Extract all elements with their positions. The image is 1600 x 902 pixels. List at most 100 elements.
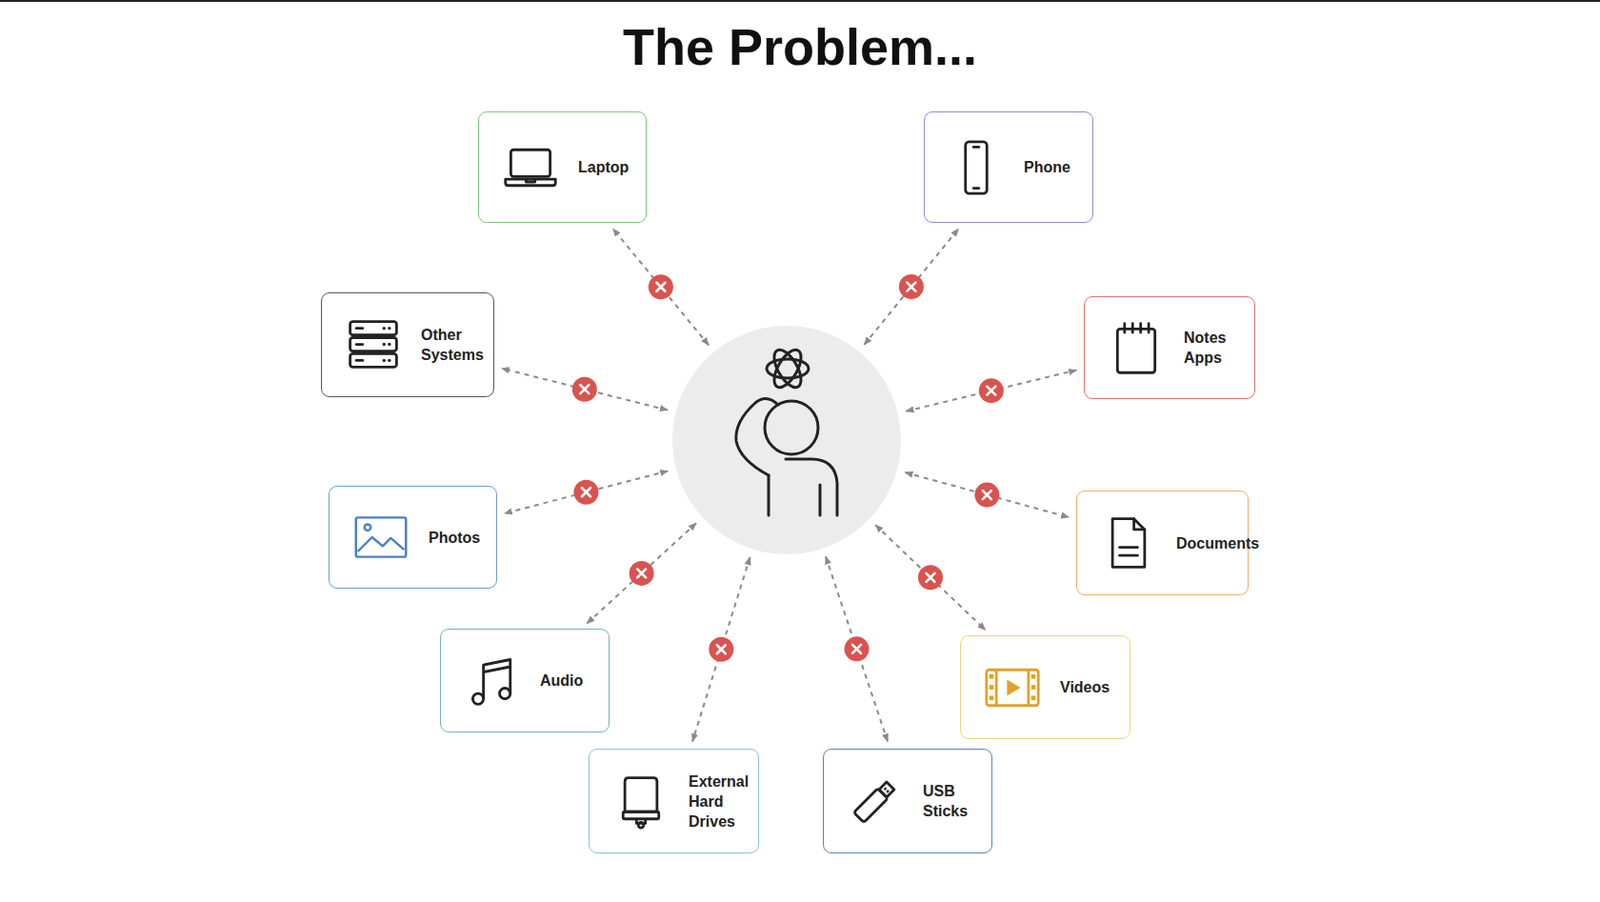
blocked-mark — [899, 274, 924, 300]
dashed-arrow — [875, 524, 985, 630]
blocked-disc — [708, 637, 734, 662]
blocked-mark — [629, 560, 655, 586]
blocked-mark — [844, 636, 870, 661]
box-icon — [494, 139, 567, 197]
box-label: Photos — [428, 527, 480, 548]
box-icon — [940, 139, 1013, 197]
box-label: Phone — [1023, 157, 1071, 178]
blocked-disc — [918, 564, 943, 590]
blocked-cross — [852, 644, 861, 654]
blocked-cross — [717, 644, 726, 654]
hub-disc — [672, 325, 901, 555]
connector-group — [875, 524, 985, 630]
blocked-mark — [572, 377, 598, 402]
icon-glyph — [986, 669, 1039, 706]
box-label: Other Systems — [420, 324, 494, 365]
blocked-cross — [656, 282, 665, 292]
box-icon — [1092, 514, 1165, 572]
blocked-disc — [899, 274, 924, 300]
box-label: Laptop — [578, 157, 629, 178]
source-box: Audio — [440, 628, 610, 733]
icon-glyph — [356, 517, 407, 557]
icon-glyph — [853, 780, 896, 823]
blocked-cross — [581, 487, 591, 497]
box-label: Audio — [540, 670, 583, 691]
box-icon — [604, 772, 678, 830]
blocked-disc — [648, 274, 674, 300]
box-texts: USB Sticks — [922, 780, 992, 821]
blocked-disc — [979, 378, 1004, 403]
dashed-arrow — [504, 470, 668, 514]
box-icon — [976, 659, 1049, 717]
box-icon — [839, 772, 912, 830]
dashed-arrow — [501, 368, 668, 411]
box-icon — [337, 316, 410, 374]
blocked-disc — [572, 377, 598, 402]
box-texts: Documents — [1176, 533, 1260, 554]
dashed-arrow — [586, 522, 697, 623]
blocked-disc — [844, 636, 870, 661]
blocked-mark — [918, 564, 943, 590]
connector-group — [504, 470, 668, 514]
dashed-arrow — [613, 228, 709, 345]
blocked-disc — [629, 560, 655, 586]
box-texts: Photos — [428, 527, 480, 548]
connector-group — [613, 228, 709, 345]
blocked-mark — [974, 482, 1000, 508]
connector-group — [586, 522, 697, 623]
box-label: Notes Apps — [1183, 327, 1255, 368]
icon-glyph — [472, 659, 510, 704]
blocked-mark — [573, 480, 599, 505]
box-texts: Phone — [1023, 157, 1071, 178]
dashed-arrow — [905, 370, 1077, 412]
blocked-cross — [982, 490, 992, 500]
box-icon — [456, 652, 529, 710]
box-label: Documents — [1176, 533, 1260, 554]
box-texts: Notes Apps — [1183, 327, 1255, 368]
connector-group — [692, 557, 750, 741]
source-box: Photos — [328, 485, 498, 589]
blocked-cross — [925, 573, 935, 582]
source-box: Documents — [1076, 490, 1249, 596]
connector-group — [501, 368, 668, 411]
source-box: Notes Apps — [1083, 296, 1256, 400]
slide-title: The Problem... — [0, 17, 1600, 77]
source-box: USB Sticks — [822, 748, 993, 854]
connector-group — [863, 228, 959, 345]
dashed-arrow — [904, 472, 1069, 518]
dashed-arrow — [825, 556, 888, 741]
box-texts: Other Systems — [420, 324, 494, 365]
dashed-arrow — [692, 557, 750, 741]
box-icon — [1100, 319, 1173, 377]
box-icon — [344, 508, 418, 566]
source-box: Videos — [960, 635, 1131, 740]
blocked-mark — [708, 637, 734, 662]
source-box: Phone — [923, 111, 1094, 223]
connector-group — [904, 472, 1069, 518]
icon-glyph — [1112, 519, 1145, 568]
box-texts: Laptop — [578, 157, 629, 178]
blocked-mark — [648, 274, 674, 300]
connector-group — [825, 556, 888, 741]
source-box: Other Systems — [320, 292, 495, 398]
icon-glyph — [1117, 323, 1155, 374]
connector-group — [905, 370, 1077, 412]
dashed-arrow — [863, 228, 959, 345]
icon-glyph — [622, 778, 660, 829]
icon-glyph — [350, 321, 398, 368]
box-texts: Audio — [540, 670, 583, 691]
source-box: Laptop — [478, 111, 647, 223]
blocked-cross — [637, 568, 646, 578]
top-rule — [0, 0, 1600, 2]
box-label: USB Sticks — [922, 780, 992, 821]
icon-glyph — [965, 140, 988, 193]
blocked-disc — [974, 482, 1000, 508]
box-texts: Videos — [1060, 677, 1110, 698]
icon-glyph — [505, 149, 557, 186]
box-label: External Hard Drives — [688, 771, 759, 832]
blocked-mark — [979, 378, 1004, 403]
hub-circle — [671, 324, 902, 556]
source-box: External Hard Drives — [588, 748, 760, 854]
box-texts: External Hard Drives — [688, 771, 759, 832]
